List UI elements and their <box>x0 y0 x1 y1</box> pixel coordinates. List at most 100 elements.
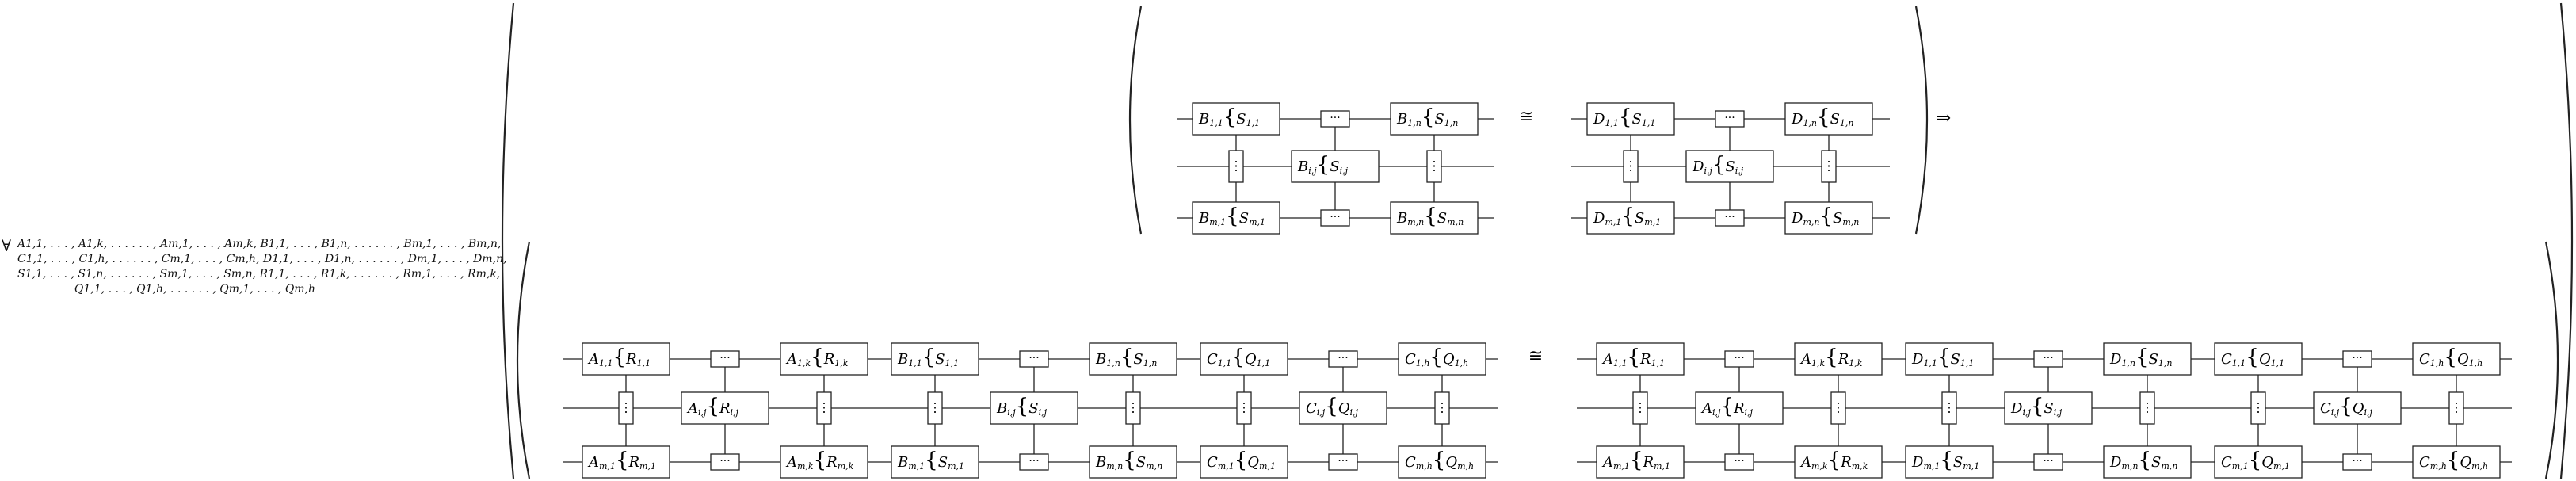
generator-bottom-left: Bm,1{Sm,1 <box>1192 201 1280 235</box>
hdots-symbol: ··· <box>1734 352 1744 365</box>
generator-box <box>1794 445 1883 479</box>
generator-box <box>1596 342 1685 376</box>
generator-label: B1,n{S1,n <box>1095 345 1157 369</box>
generator-top-left: A1,1{R1,1 <box>1596 342 1685 376</box>
vdots-box <box>1434 391 1450 425</box>
generator-label: D1,n{S1,n <box>1791 105 1854 129</box>
hdots-symbol: ··· <box>1330 211 1340 223</box>
generator-label: Am,1{Rm,1 <box>587 449 656 472</box>
vdots-box <box>618 391 634 425</box>
generator-box <box>780 342 868 376</box>
conclusion-open-paren <box>516 241 531 479</box>
hdots-box <box>1320 209 1350 227</box>
vdots-symbol: ⋮ <box>620 400 632 415</box>
generator-label: Bm,n{Sm,n <box>1396 204 1464 228</box>
implies-symbol: ⇒ <box>1937 109 1951 128</box>
vdots-box <box>816 391 832 425</box>
generator-box <box>891 342 979 376</box>
hdots-symbol: ··· <box>2352 455 2362 468</box>
vdots-box <box>1228 150 1244 183</box>
generator-top-left: D1,1{S1,1 <box>1905 342 1994 376</box>
generator-center: Di,j{Si,j <box>2004 391 2093 425</box>
generator-box <box>1905 445 1994 479</box>
universal-quantifier: ∀ A1,1, . . . , A1,k, . . . . . . , Am,1… <box>0 228 507 300</box>
hdots-box <box>2033 453 2063 471</box>
vdots-box <box>2448 391 2464 425</box>
generator-top-left: B1,1{S1,1 <box>891 342 979 376</box>
generator-box <box>1089 342 1177 376</box>
generator-box <box>1784 102 1873 136</box>
vdots-symbol: ⋮ <box>1127 400 1139 415</box>
generator-label: Dm,1{Sm,1 <box>1911 449 1979 472</box>
hdots-box <box>1328 453 1358 471</box>
vdots-box <box>927 391 943 425</box>
generator-label: Am,k{Rm,k <box>785 449 854 472</box>
generator-box <box>2103 342 2192 376</box>
hdots-box <box>1724 453 1754 471</box>
generator-box <box>2412 342 2501 376</box>
vdots-box <box>2250 391 2266 425</box>
generator-bottom-right: Bm,n{Sm,n <box>1089 445 1177 479</box>
generator-bottom-right: Cm,h{Qm,h <box>2412 445 2501 479</box>
vdots-box <box>1821 150 1837 183</box>
generator-label: Ai,j{Ri,j <box>686 395 739 418</box>
generator-box <box>1586 102 1675 136</box>
generator-label: Cm,h{Qm,h <box>1405 449 1474 472</box>
generator-center: Ai,j{Ri,j <box>681 391 769 425</box>
vdots-symbol: ⋮ <box>1624 158 1637 174</box>
generator-box <box>1291 150 1380 183</box>
vdots-box <box>1426 150 1442 183</box>
hdots-symbol: ··· <box>1734 455 1744 468</box>
generator-box <box>1200 342 1288 376</box>
vdots-box <box>1632 391 1648 425</box>
vdots-box <box>1623 150 1639 183</box>
hdots-box <box>1724 350 1754 368</box>
generator-box <box>2103 445 2192 479</box>
generator-top-right: D1,n{S1,n <box>2103 342 2192 376</box>
generator-label: A1,1{R1,1 <box>1601 345 1665 369</box>
conclusion-right-network-A: A1,1{R1,1 ··· A1,k{R1,k ⋮ Ai,j{Ri,j ⋮ Am,1{Rm,… <box>1596 342 1883 479</box>
generator-center: Ai,j{Ri,j <box>1695 391 1784 425</box>
generator-box <box>1905 342 1994 376</box>
premise-equation: B1,1{S1,1···B1,n{S1,n⋮Bi,j{Si,j⋮Bm,1{Sm,… <box>1177 102 1951 235</box>
vdots-symbol: ⋮ <box>2141 400 2154 415</box>
generator-box <box>2214 445 2303 479</box>
generator-label: Am,1{Rm,1 <box>1601 449 1670 472</box>
generator-label: D1,1{S1,1 <box>1911 345 1974 369</box>
conclusion-left-network-A: A1,1{R1,1···A1,k{R1,k⋮Ai,j{Ri,j⋮Am,1{Rm,… <box>582 342 868 479</box>
generator-label: B1,n{S1,n <box>1396 105 1458 129</box>
generator-label: Ci,j{Qi,j <box>2320 395 2373 418</box>
generator-label: A1,k{R1,k <box>1799 345 1863 369</box>
generator-box <box>1089 445 1177 479</box>
generator-bottom-right: Cm,h{Qm,h <box>1398 445 1486 479</box>
quantifier-line-3: S1,1, . . . , S1,n, . . . . . . , Sm,1, … <box>17 268 501 281</box>
vdots-symbol: ⋮ <box>1832 400 1845 415</box>
generator-label: Bi,j{Si,j <box>1297 153 1349 177</box>
premise-right-network: D1,1{S1,1···D1,n{S1,n⋮Di,j{Si,j⋮Dm,1{Sm,… <box>1586 102 1873 235</box>
vdots-symbol: ⋮ <box>1822 158 1835 174</box>
vdots-box <box>1830 391 1846 425</box>
generator-label: Am,k{Rm,k <box>1799 449 1868 472</box>
quantifier-line-2: C1,1, . . . , C1,h, . . . . . . , Cm,1, … <box>17 253 507 265</box>
premise-open-paren <box>1128 6 1143 235</box>
generator-box <box>2412 445 2501 479</box>
generator-top-left: A1,1{R1,1 <box>582 342 670 376</box>
vdots-symbol: ⋮ <box>1634 400 1647 415</box>
conclusion-close-paren <box>2544 241 2559 479</box>
generator-bottom-right: Dm,n{Sm,n <box>1784 201 1873 235</box>
generator-center: Bi,j{Si,j <box>990 391 1078 425</box>
conclusion-equation: A1,1{R1,1 ··· A1,k{R1,k ⋮ Ai,j{Ri,j ⋮ Am,1{Rm,… <box>563 342 2512 479</box>
hdots-box <box>1328 350 1358 368</box>
hdots-symbol: ··· <box>1724 211 1735 223</box>
generator-box <box>681 391 769 425</box>
outer-open-paren <box>501 2 515 479</box>
hdots-symbol: ··· <box>719 352 730 365</box>
generator-box <box>1685 150 1774 183</box>
vdots-symbol: ⋮ <box>2450 400 2463 415</box>
vdots-symbol: ⋮ <box>1238 400 1250 415</box>
conclusion-right-network-D: D1,1{S1,1···D1,n{S1,n⋮Di,j{Si,j⋮Dm,1{Sm,… <box>1905 342 2192 479</box>
hdots-symbol: ··· <box>2043 455 2053 468</box>
hdots-symbol: ··· <box>2352 352 2362 365</box>
generator-box <box>582 445 670 479</box>
